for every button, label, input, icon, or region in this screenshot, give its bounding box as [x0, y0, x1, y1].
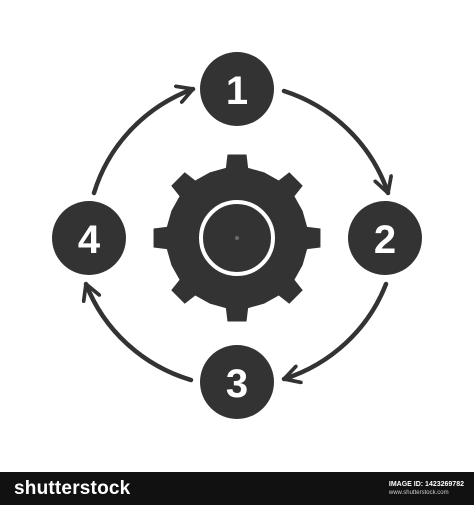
step-circle-4: [52, 201, 126, 275]
arrow-4-to-1: [91, 89, 196, 196]
step-node-4: 4: [52, 201, 126, 275]
site-url-text: www.shutterstock.com: [388, 490, 449, 496]
step-label-3: 3: [226, 362, 248, 406]
brand-wordmark: shutterstock: [14, 478, 131, 499]
arrow-1-to-2: [281, 88, 388, 196]
step-label-4: 4: [78, 218, 101, 262]
arrow-3-to-4: [86, 281, 194, 383]
step-node-2: 2: [348, 201, 422, 275]
stock-footer-bar: shutterstock IMAGE ID: 1423269782 www.sh…: [0, 472, 474, 505]
step-label-1: 1: [226, 69, 248, 113]
arrow-2-to-3: [281, 281, 389, 379]
gear-center-dot: [235, 236, 239, 240]
step-circle-3: [200, 345, 274, 419]
cycle-diagram: 1 2 3 4: [52, 52, 422, 419]
cycle-arrows: [86, 89, 388, 380]
image-id-text: IMAGE ID: 1423269782: [388, 481, 464, 488]
step-label-2: 2: [374, 218, 396, 262]
step-circle-2: [348, 201, 422, 275]
footer-meta: IMAGE ID: 1423269782 www.shutterstock.co…: [389, 480, 464, 498]
step-node-3: 3: [200, 345, 274, 419]
step-circle-1: [200, 52, 274, 126]
gear-icon: [153, 154, 321, 322]
gear-hub-ring: [199, 200, 275, 276]
step-node-1: 1: [200, 52, 274, 126]
